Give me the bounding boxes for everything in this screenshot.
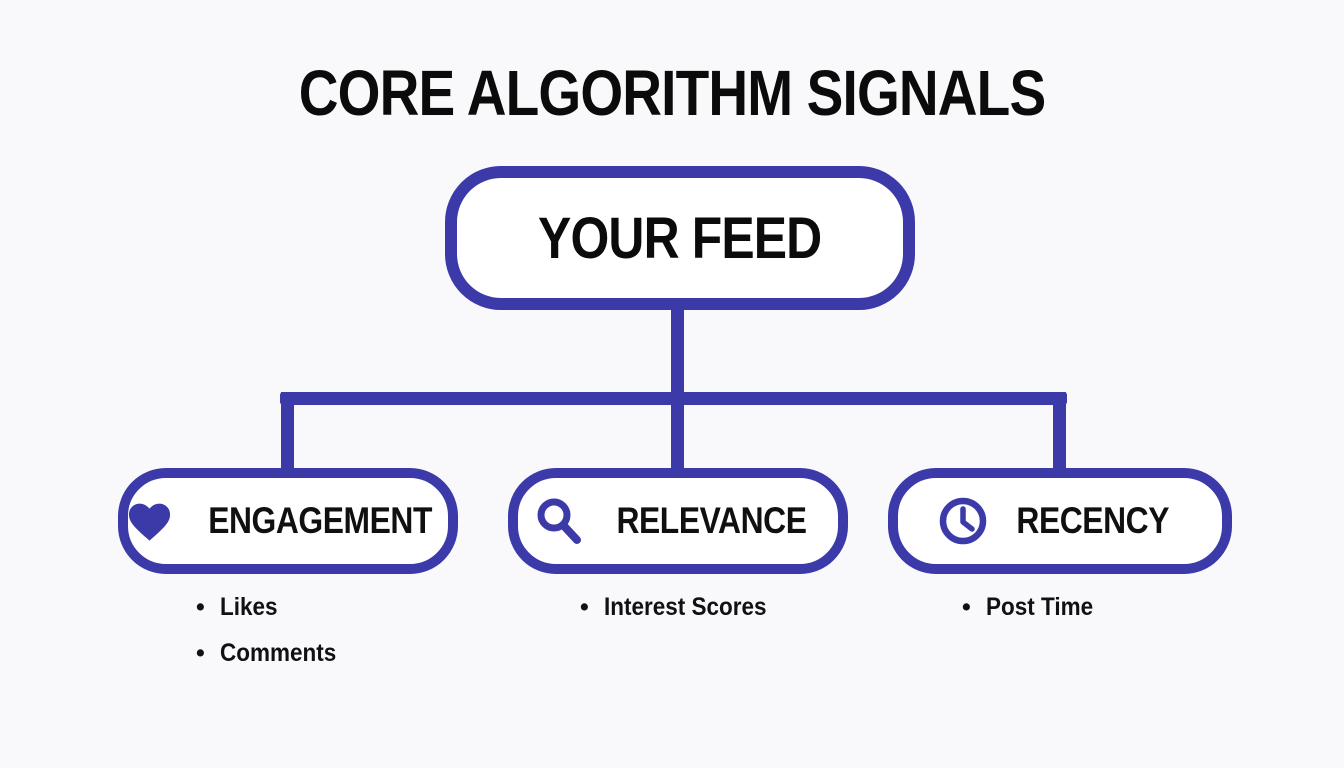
list-item-text: Likes [220, 593, 278, 621]
recency-bullet-list: Post Time [962, 592, 1105, 638]
node-engagement: ENGAGEMENT [118, 468, 458, 574]
list-item: Post Time [962, 592, 1105, 622]
connector-drop-relevance [671, 392, 684, 474]
page-title-text: CORE ALGORITHM SIGNALS [298, 57, 1046, 129]
heart-icon [128, 503, 170, 541]
node-relevance-label: RELEVANCE [616, 500, 807, 541]
node-recency-label: RECENCY [1016, 500, 1169, 541]
node-your-feed-label: YOUR FEED [538, 205, 822, 271]
list-item-text: Interest Scores [604, 593, 767, 621]
connector-root-stem [671, 300, 684, 400]
node-relevance: RELEVANCE [508, 468, 848, 574]
relevance-bullet-list: Interest Scores [580, 592, 785, 638]
connector-drop-recency [1053, 392, 1066, 474]
list-item: Comments [196, 638, 349, 668]
node-recency: RECENCY [888, 468, 1232, 574]
list-item: Likes [196, 592, 349, 622]
list-item-text: Comments [220, 639, 337, 667]
connector-drop-engagement [281, 392, 294, 474]
node-engagement-label: ENGAGEMENT [208, 500, 432, 541]
engagement-bullet-list: Likes Comments [196, 592, 349, 684]
list-item-text: Post Time [986, 593, 1094, 621]
search-icon [537, 498, 582, 544]
list-item: Interest Scores [580, 592, 785, 622]
page-title: CORE ALGORITHM SIGNALS [0, 56, 1344, 130]
node-your-feed: YOUR FEED [445, 166, 915, 310]
clock-icon [939, 497, 987, 545]
